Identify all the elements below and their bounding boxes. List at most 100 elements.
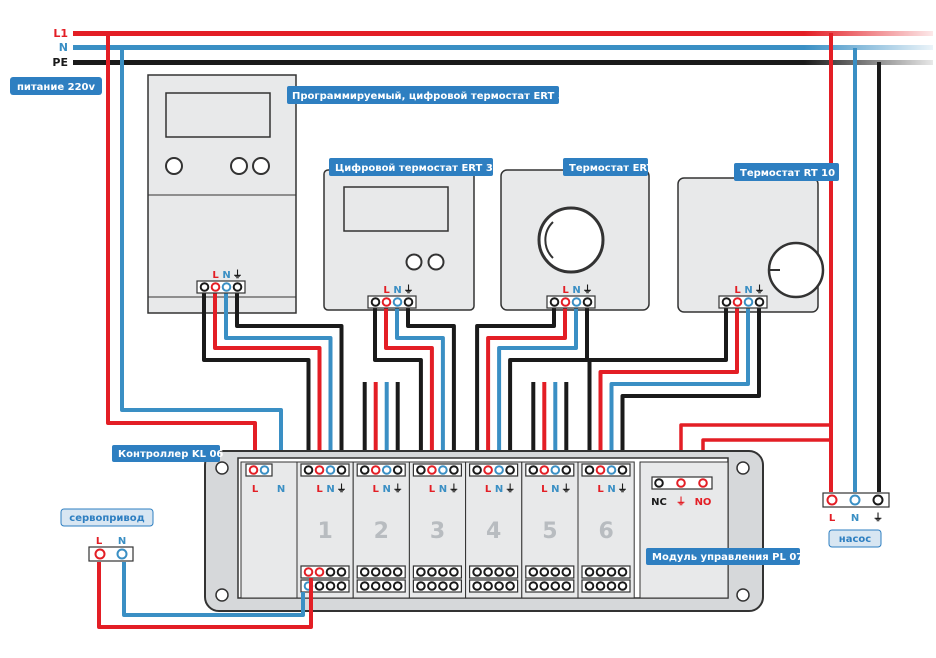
terminal-screw[interactable] — [584, 465, 595, 475]
terminal-screw[interactable] — [381, 581, 392, 591]
terminal-screw[interactable] — [754, 297, 765, 307]
terminal-screw[interactable] — [232, 282, 243, 292]
terminal-screw[interactable] — [550, 581, 561, 591]
terminal-screw[interactable] — [438, 581, 448, 591]
terminal-screw[interactable] — [381, 465, 392, 475]
terminal-screw[interactable] — [314, 581, 325, 591]
button[interactable] — [230, 157, 248, 175]
terminal-screw[interactable] — [392, 581, 403, 591]
terminal-screw[interactable] — [438, 567, 448, 577]
terminal-screw[interactable] — [259, 465, 270, 475]
terminal-screw[interactable] — [359, 581, 370, 591]
dial[interactable] — [767, 241, 825, 299]
terminal-screw[interactable] — [381, 567, 392, 577]
terminal-screw[interactable] — [248, 465, 259, 475]
zone-number: 2 — [374, 519, 389, 544]
terminal-screw[interactable] — [325, 567, 336, 577]
terminal-screw[interactable] — [370, 465, 381, 475]
terminal-screw[interactable] — [550, 465, 561, 475]
terminal-screw[interactable] — [617, 465, 628, 475]
terminal-screw[interactable] — [560, 297, 571, 307]
terminal-screw[interactable] — [370, 581, 381, 591]
terminal-screw[interactable] — [210, 282, 221, 292]
terminal-screw[interactable] — [416, 567, 426, 577]
terminal-screw[interactable] — [449, 567, 459, 577]
terminal-screw[interactable] — [654, 478, 664, 488]
terminal-screw[interactable] — [392, 297, 403, 307]
terminal-screw[interactable] — [325, 581, 336, 591]
terminal-screw[interactable] — [314, 465, 325, 475]
terminal-screw[interactable] — [584, 567, 595, 577]
terminal-screw[interactable] — [199, 282, 210, 292]
terminal-screw[interactable] — [561, 567, 572, 577]
button[interactable] — [405, 253, 423, 271]
terminal-screw[interactable] — [505, 567, 515, 577]
terminal-screw[interactable] — [472, 581, 482, 591]
terminal-screw[interactable] — [483, 465, 493, 475]
terminal-screw[interactable] — [505, 465, 515, 475]
terminal-screw[interactable] — [528, 581, 539, 591]
terminal-screw[interactable] — [403, 297, 414, 307]
terminal-screw[interactable] — [336, 465, 347, 475]
terminal-screw[interactable] — [449, 465, 459, 475]
terminal-screw[interactable] — [561, 581, 572, 591]
terminal-screw[interactable] — [370, 297, 381, 307]
terminal-screw[interactable] — [483, 581, 493, 591]
terminal-screw[interactable] — [595, 567, 606, 577]
terminal-screw[interactable] — [336, 581, 347, 591]
terminal-screw[interactable] — [221, 282, 232, 292]
terminal-screw[interactable] — [494, 581, 504, 591]
terminal-screw[interactable] — [416, 465, 426, 475]
terminal-screw[interactable] — [721, 297, 732, 307]
terminal-screw[interactable] — [449, 581, 459, 591]
terminal-screw[interactable] — [427, 465, 437, 475]
terminal-screw[interactable] — [549, 297, 560, 307]
terminal-screw[interactable] — [595, 465, 606, 475]
terminal-screw[interactable] — [472, 567, 482, 577]
terminal-screw[interactable] — [528, 465, 539, 475]
terminal-screw[interactable] — [606, 567, 617, 577]
terminal-screw[interactable] — [381, 297, 392, 307]
terminal-screw[interactable] — [606, 581, 617, 591]
terminal-screw[interactable] — [438, 465, 448, 475]
terminal-screw[interactable] — [359, 567, 370, 577]
terminal-screw[interactable] — [550, 567, 561, 577]
button[interactable] — [427, 253, 445, 271]
terminal-screw[interactable] — [571, 297, 582, 307]
terminal-screw[interactable] — [494, 567, 504, 577]
terminal-screw[interactable] — [617, 581, 628, 591]
terminal-screw[interactable] — [528, 567, 539, 577]
terminal-screw[interactable] — [427, 567, 437, 577]
button[interactable] — [165, 157, 183, 175]
terminal-screw[interactable] — [743, 297, 754, 307]
terminal-screw[interactable] — [732, 297, 743, 307]
terminal-screw[interactable] — [606, 465, 617, 475]
terminal-screw[interactable] — [370, 567, 381, 577]
terminal-screw[interactable] — [698, 478, 708, 488]
terminal-screw[interactable] — [561, 465, 572, 475]
terminal-screw[interactable] — [392, 465, 403, 475]
terminal-screw[interactable] — [494, 465, 504, 475]
terminal-screw[interactable] — [427, 581, 437, 591]
terminal-screw[interactable] — [472, 465, 482, 475]
terminal-screw[interactable] — [416, 581, 426, 591]
terminal-screw[interactable] — [392, 567, 403, 577]
terminal-screw[interactable] — [584, 581, 595, 591]
terminal-screw[interactable] — [303, 465, 314, 475]
terminal-screw[interactable] — [483, 567, 493, 577]
terminal-screw[interactable] — [617, 567, 628, 577]
dial[interactable] — [537, 206, 605, 274]
terminal-screw[interactable] — [505, 581, 515, 591]
terminal-screw[interactable] — [314, 567, 325, 577]
terminal-screw[interactable] — [539, 567, 550, 577]
terminal-screw[interactable] — [676, 478, 686, 488]
terminal-screw[interactable] — [582, 297, 593, 307]
terminal-screw[interactable] — [539, 465, 550, 475]
terminal-screw[interactable] — [539, 581, 550, 591]
button[interactable] — [252, 157, 270, 175]
terminal-screw[interactable] — [325, 465, 336, 475]
terminal-screw[interactable] — [359, 465, 370, 475]
terminal-screw[interactable] — [303, 567, 314, 577]
terminal-screw[interactable] — [336, 567, 347, 577]
terminal-screw[interactable] — [595, 581, 606, 591]
